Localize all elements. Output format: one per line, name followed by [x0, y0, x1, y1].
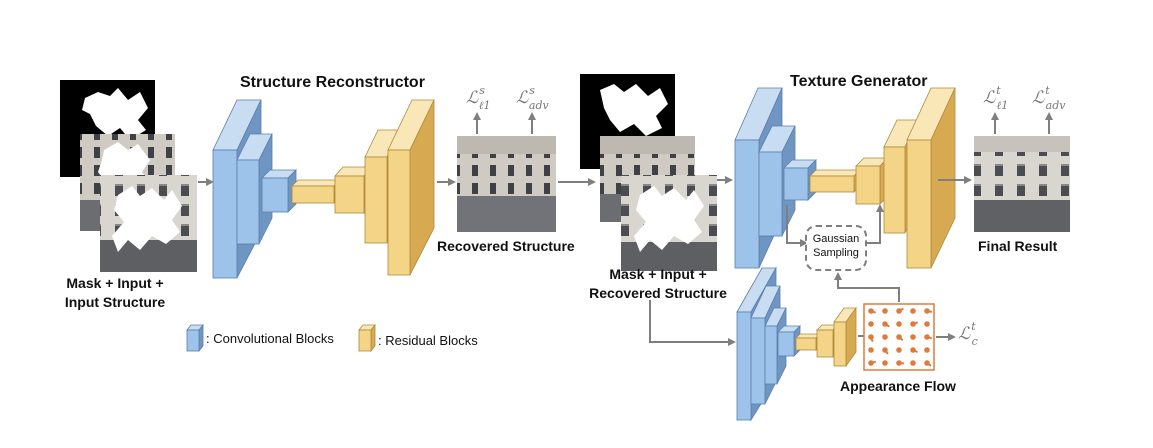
legend-res-label: : Residual Blocks	[378, 333, 478, 348]
legend-res-icon	[358, 323, 376, 353]
gaussian-sampling-box	[805, 225, 867, 271]
texture-input-label-line1: Mask + Input +	[609, 266, 707, 282]
gaussian-label-line2: Sampling	[813, 247, 859, 259]
appearance-flow-field	[863, 303, 935, 371]
texture-generator-title: Texture Generator	[790, 73, 928, 90]
flow-dot	[896, 347, 902, 353]
input-label: Mask + Input + Input Structure	[40, 274, 190, 312]
flow-dot	[868, 347, 874, 353]
flow-vector	[926, 310, 933, 313]
flow-vector	[870, 310, 877, 314]
loss-struct-l1: ℒsℓ1	[466, 84, 491, 112]
flow-dot	[882, 308, 888, 314]
loss-flow-c: ℒtc	[958, 320, 978, 348]
arrow-to-flow-network	[649, 300, 736, 346]
flow-dot	[910, 360, 916, 366]
appearance-flow-network	[736, 266, 857, 422]
gaussian-sampling-label: Gaussian Sampling	[806, 232, 866, 260]
final-result-label: Final Result	[978, 238, 1058, 254]
flow-vector	[926, 362, 932, 367]
texture-input-label-line2: Recovered Structure	[589, 285, 727, 301]
loss-tex-l1: ℒtℓ1	[983, 84, 1009, 112]
loss-struct-adv: ℒsadv	[516, 84, 549, 112]
flow-dot	[910, 334, 916, 340]
flow-vector	[912, 349, 918, 354]
texture-generator-network	[734, 87, 956, 269]
flow-dot	[924, 321, 930, 327]
texture-input-stack	[580, 74, 717, 271]
flow-dot	[868, 321, 874, 327]
final-result-image	[974, 136, 1070, 232]
flow-vector	[870, 336, 874, 343]
legend-conv-label: : Convolutional Blocks	[206, 331, 334, 346]
flow-vector	[898, 307, 904, 312]
input-image-stack	[60, 80, 197, 272]
flow-vector	[884, 349, 889, 355]
flow-dot	[910, 308, 916, 314]
flow-vector	[912, 321, 919, 325]
gaussian-label-line1: Gaussian	[812, 233, 860, 245]
arrow-gaussian-to-decoder	[866, 204, 884, 244]
appearance-flow-label: Appearance Flow	[840, 378, 956, 394]
structure-reconstructor-network	[212, 99, 435, 279]
mask-shape	[82, 88, 148, 140]
flow-dot	[896, 321, 902, 327]
flow-dot	[924, 347, 930, 353]
texture-input-label: Mask + Input + Recovered Structure	[578, 265, 738, 303]
input-label-line2: Input Structure	[64, 294, 166, 310]
flow-vector	[926, 336, 933, 340]
flow-vector	[898, 336, 904, 341]
flow-dot	[882, 360, 888, 366]
input-label-line1: Mask + Input +	[66, 275, 164, 291]
recovered-structure-image	[457, 136, 556, 232]
flow-vector	[884, 323, 890, 328]
loss-tex-adv: ℒtadv	[1032, 84, 1066, 112]
arrow-flow-to-gaussian	[834, 272, 900, 302]
flow-vector	[870, 360, 877, 364]
recovered-structure-label: Recovered Structure	[437, 238, 575, 254]
legend-conv-icon	[186, 323, 204, 353]
flow-dot	[882, 334, 888, 340]
arrow-to-gaussian	[786, 205, 808, 247]
structure-reconstructor-title: Structure Reconstructor	[240, 74, 425, 91]
